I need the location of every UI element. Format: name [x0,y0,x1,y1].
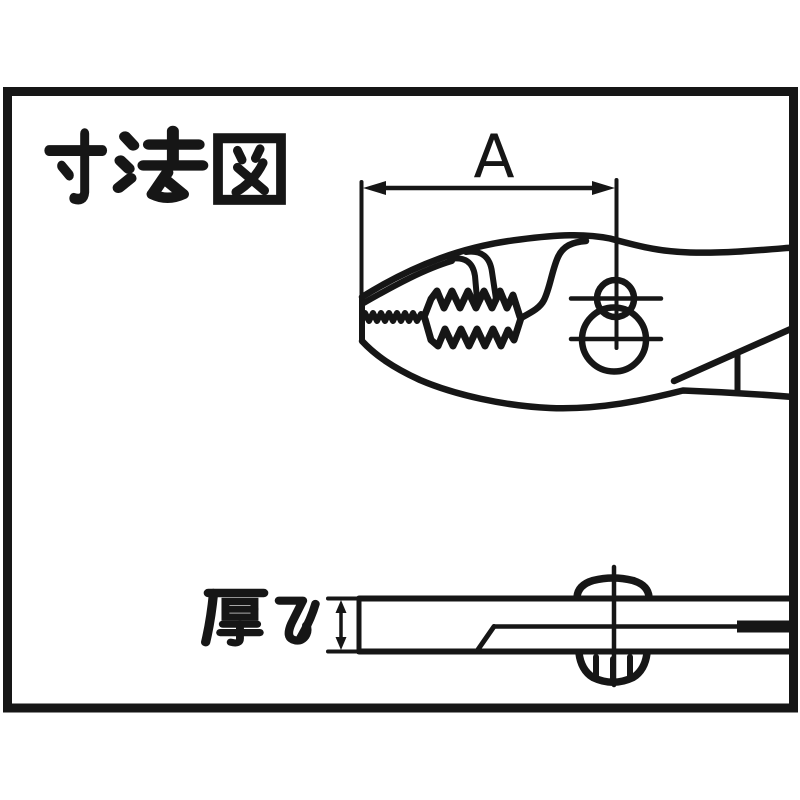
teeth-upper [420,287,524,321]
thickness-arrowhead-down [335,637,347,650]
arrowhead-right [592,181,615,195]
title-glyph-sun [44,128,108,205]
teeth-lower [421,314,525,350]
edge-step-diagonal [474,624,497,654]
thickness-arrowhead-up [335,600,347,613]
diagram-title [44,125,286,205]
thickness-glyph-mi [274,596,320,645]
slip-joint-slot-left [447,255,480,302]
thickness-glyph-atsu [201,588,269,647]
title-glyph-zu [213,133,286,205]
fine-serrations [359,310,427,324]
pliers-top-outline [358,232,797,301]
bolt-head [573,574,653,601]
dimension-a-label: A [473,122,514,192]
pliers-bottom-outline [358,337,797,412]
slip-joint-slot-right [463,248,499,302]
arrowhead-left [363,181,386,195]
thickness-view [201,564,796,688]
handle-inner-diagonal [670,324,797,385]
upper-jaw-inner-line [359,258,455,307]
jaw-inner-curve [517,237,590,322]
pliers-side-view [358,232,797,412]
title-glyph-hou [112,125,209,203]
